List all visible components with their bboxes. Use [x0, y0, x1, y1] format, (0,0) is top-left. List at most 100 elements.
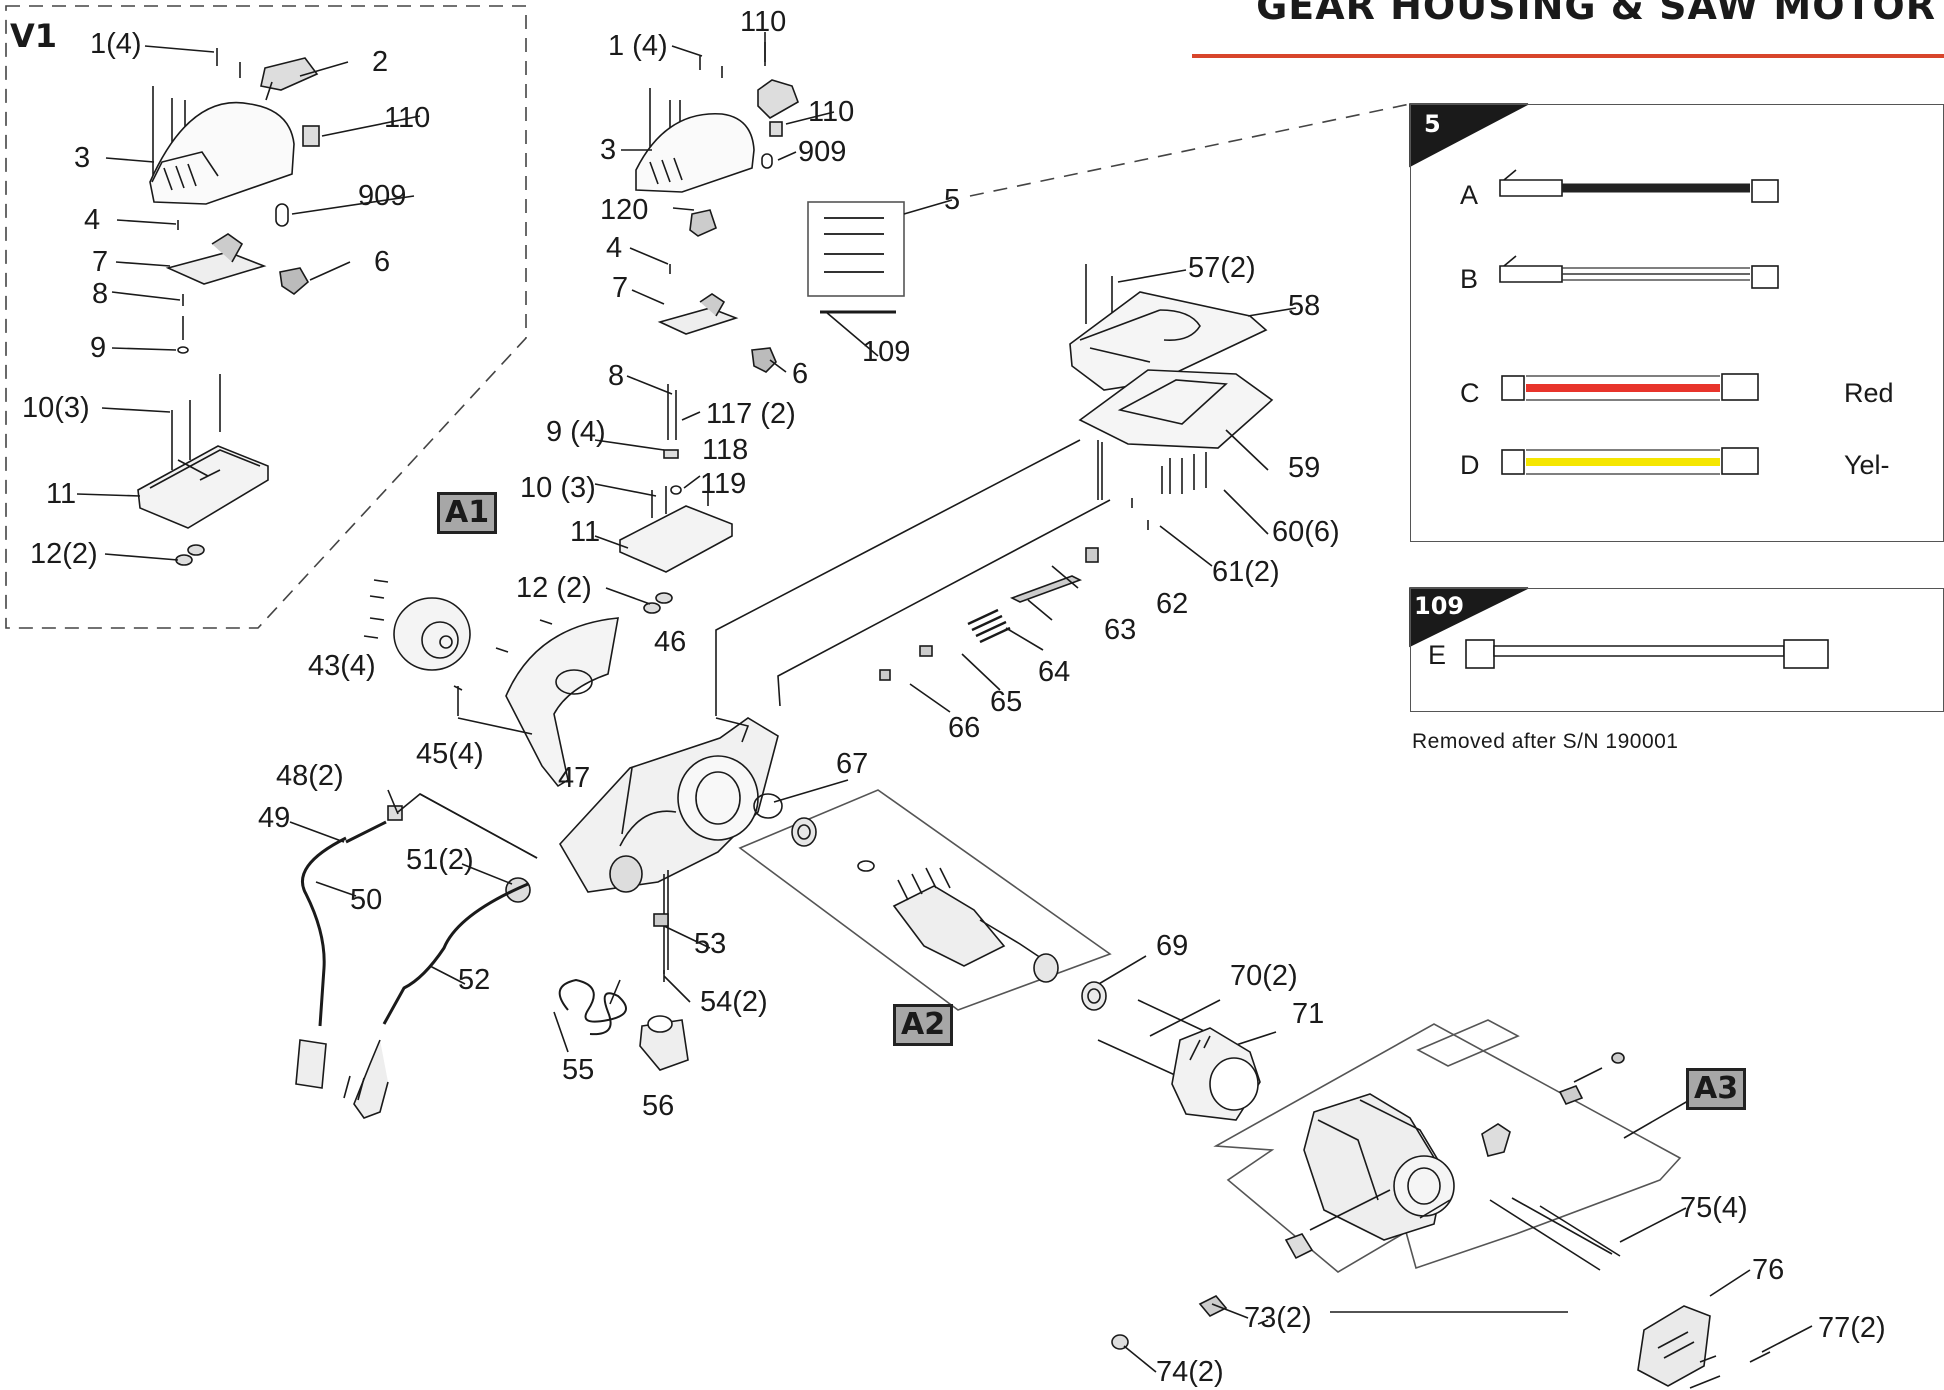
callout-v1-4: 4	[84, 204, 101, 236]
callout-76: 76	[1752, 1254, 1785, 1286]
wire-row-b-letter: B	[1460, 264, 1479, 294]
callout-v1-110: 110	[384, 102, 431, 134]
wire-panel-5-tag: 5	[1424, 110, 1441, 138]
title-underline	[1192, 54, 1944, 58]
callout-8: 8	[608, 360, 625, 392]
callout-54: 54(2)	[700, 986, 768, 1018]
callout-11: 11	[570, 516, 601, 548]
callout-43: 43(4)	[308, 650, 376, 682]
callout-75: 75(4)	[1680, 1192, 1748, 1224]
wire-row-d-color: Yel-	[1844, 450, 1890, 480]
assembly-label-a1: A1	[437, 492, 498, 534]
page-title: GEAR HOUSING & SAW MOTOR	[1256, 0, 1936, 28]
callout-3: 3	[600, 134, 617, 166]
callout-62: 62	[1156, 588, 1189, 620]
callout-v1-11: 11	[46, 478, 77, 510]
callout-46: 46	[654, 626, 687, 658]
callout-65: 65	[990, 686, 1023, 718]
serial-note: Removed after S/N 190001	[1412, 730, 1679, 753]
callout-v1-9: 9	[90, 332, 107, 364]
wire-row-d-letter: D	[1460, 450, 1480, 480]
callout-60: 60(6)	[1272, 516, 1340, 548]
callout-117: 117 (2)	[706, 398, 796, 430]
callout-118: 118	[702, 434, 749, 466]
stator-parts	[1081, 981, 1261, 1121]
panel-109-row-letter: E	[1428, 640, 1447, 670]
wire-row-a-letter: A	[1460, 180, 1479, 210]
power-cord-parts	[295, 805, 531, 1119]
motor-housing-group	[1111, 1019, 1771, 1389]
switch-assembly-parts	[619, 42, 905, 614]
callout-1: 1 (4)	[608, 30, 668, 62]
callout-57: 57(2)	[1188, 252, 1256, 284]
callout-77: 77(2)	[1818, 1312, 1886, 1344]
callout-74: 74(2)	[1156, 1356, 1224, 1388]
callout-73: 73(2)	[1244, 1302, 1312, 1334]
callout-120: 120	[600, 194, 649, 226]
assembly-label-a3: A3	[1686, 1068, 1747, 1110]
callout-12: 12 (2)	[516, 572, 592, 604]
callout-48: 48(2)	[276, 760, 344, 792]
v1-parts	[137, 48, 320, 566]
callout-47: 47	[558, 762, 591, 794]
callout-61: 61(2)	[1212, 556, 1280, 588]
cord-leader-lines	[289, 789, 711, 1003]
callout-51: 51(2)	[406, 844, 474, 876]
callout-v1-7: 7	[92, 246, 109, 278]
callout-109: 109	[862, 336, 911, 368]
callout-63: 63	[1104, 614, 1137, 646]
gear-housing	[559, 717, 779, 974]
callout-67: 67	[836, 748, 869, 780]
wire-panel-5-drawings	[1409, 103, 1779, 475]
handle-leader-lines	[715, 269, 1297, 716]
assembly-label-a2: A2	[893, 1004, 954, 1046]
callout-v1-6: 6	[374, 246, 391, 278]
callout-56: 56	[642, 1090, 675, 1122]
callout-110: 110	[808, 96, 855, 128]
leader-5-to-panel	[969, 103, 1411, 197]
callout-71: 71	[1292, 998, 1325, 1030]
callout-909: 909	[798, 136, 847, 168]
switch-leader-lines	[594, 32, 953, 605]
spring-and-sleeve	[553, 913, 689, 1071]
blade-guard-parts	[363, 579, 619, 788]
callout-110-top: 110	[740, 6, 787, 38]
callout-70: 70(2)	[1230, 960, 1298, 992]
callout-7: 7	[612, 272, 629, 304]
callout-53: 53	[694, 928, 727, 960]
callout-55: 55	[562, 1054, 595, 1086]
callout-6: 6	[792, 358, 809, 390]
callout-49: 49	[258, 802, 291, 834]
callout-58: 58	[1288, 290, 1321, 322]
panel-109-tag: 109	[1414, 592, 1465, 620]
callout-66: 66	[948, 712, 981, 744]
callout-9: 9 (4)	[546, 416, 606, 448]
callout-v1-8: 8	[92, 278, 109, 310]
callout-v1-12: 12(2)	[30, 538, 98, 570]
callout-v1-2: 2	[372, 46, 389, 78]
callout-5: 5	[944, 184, 961, 216]
callout-59: 59	[1288, 452, 1321, 484]
callout-69: 69	[1156, 930, 1189, 962]
wire-row-c-letter: C	[1460, 378, 1480, 408]
callout-50: 50	[350, 884, 383, 916]
callout-v1-1: 1(4)	[90, 28, 142, 60]
callout-v1-3: 3	[74, 142, 91, 174]
handle-parts	[879, 264, 1274, 681]
armature-group	[738, 789, 1112, 1011]
callout-v1-909: 909	[358, 180, 407, 212]
wire-row-c-color: Red	[1844, 378, 1894, 408]
callout-119: 119	[700, 468, 747, 500]
panel-109	[1410, 588, 1944, 712]
callout-64: 64	[1038, 656, 1071, 688]
callout-v1-10: 10(3)	[22, 392, 90, 424]
callout-10: 10 (3)	[520, 472, 596, 504]
variant-label: V1	[10, 17, 58, 55]
callout-52: 52	[458, 964, 491, 996]
armature-leader-lines	[773, 779, 1277, 1059]
callout-4: 4	[606, 232, 623, 264]
callout-45: 45(4)	[416, 738, 484, 770]
v1-leader-lines	[76, 45, 421, 561]
